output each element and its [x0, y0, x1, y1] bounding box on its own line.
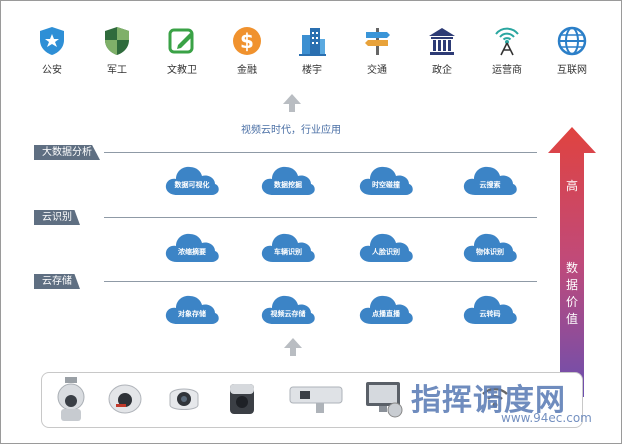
industry-operator: 运营商 [479, 25, 535, 76]
era-label: 视频云时代，行业应用 [241, 125, 341, 136]
industry-government: 政企 [414, 25, 470, 76]
industry-label: 运营商 [492, 65, 522, 76]
watermark-url: www.94ec.com [501, 411, 592, 425]
industry-police: 公安 [24, 25, 80, 76]
service-cloud: 数据可视化 [163, 162, 221, 196]
layer-tag-big-data: 大数据分析 [34, 145, 100, 160]
wireless-icon [482, 387, 508, 408]
service-label: 云转码 [479, 310, 501, 318]
operator-antenna-icon [495, 27, 519, 56]
service-cloud: 对象存储 [163, 291, 221, 325]
turret-camera-icon [169, 388, 199, 410]
industry-finance: $ 金融 [219, 25, 275, 76]
service-label: 视频云存储 [270, 310, 306, 318]
cloud-icon [359, 166, 413, 195]
value-high-label: 高 [565, 179, 578, 193]
service-cloud: 物体识别 [461, 229, 519, 263]
svg-text:$: $ [240, 29, 254, 53]
cloud-icon [165, 295, 219, 324]
cloud-icon [261, 295, 315, 324]
up-arrow-icon [283, 94, 301, 112]
industry-internet: 互联网 [544, 25, 600, 76]
police-shield-icon [40, 27, 64, 55]
industry-label: 楼宇 [302, 65, 322, 76]
cloud-icon [359, 233, 413, 262]
dome-camera-icon [108, 384, 142, 414]
military-shield-icon [105, 27, 129, 55]
industry-traffic: 交通 [349, 25, 405, 76]
industry-label: 公安 [42, 65, 62, 76]
service-label: 数据可视化 [174, 181, 210, 189]
layer-tag-cloud-recognition: 云识别 [34, 210, 80, 225]
service-cloud: 点播直播 [357, 291, 415, 325]
cloud-icon [165, 166, 219, 195]
finance-dollar-icon: $ [233, 27, 261, 55]
service-cloud: 视频云存储 [259, 291, 317, 325]
monitor-icon [366, 382, 403, 418]
service-label: 对象存储 [178, 310, 206, 318]
industry-label: 军工 [107, 65, 127, 76]
service-label: 数据挖掘 [274, 181, 302, 189]
value-axis-char: 据 [565, 278, 578, 292]
industry-label: 政企 [432, 65, 452, 76]
layer-divider [104, 152, 537, 153]
layer-divider [104, 281, 537, 282]
service-label: 浓缩摘要 [178, 248, 206, 256]
value-axis-char: 价 [565, 295, 578, 309]
data-value-arrow [548, 127, 596, 397]
government-building-icon [429, 28, 455, 55]
industry-education: 文教卫 [154, 25, 210, 76]
cloud-icon [463, 166, 517, 195]
device-panel [41, 372, 583, 428]
cloud-icon [463, 233, 517, 262]
service-label: 时空碰撞 [372, 181, 400, 189]
cloud-icon [359, 295, 413, 324]
speed-dome-camera-icon [57, 377, 85, 421]
service-cloud: 云搜索 [461, 162, 519, 196]
layer-divider [104, 217, 537, 218]
service-label: 物体识别 [476, 248, 504, 256]
service-cloud: 人脸识别 [357, 229, 415, 263]
education-pencil-icon [168, 28, 194, 54]
industry-label: 文教卫 [167, 65, 197, 76]
layer-tag-cloud-storage: 云存储 [34, 274, 80, 289]
value-axis-char: 值 [565, 312, 578, 326]
value-axis-char: 数 [565, 261, 578, 275]
cloud-icon [165, 233, 219, 262]
internet-globe-icon [557, 26, 587, 56]
building-icon [299, 28, 326, 56]
up-arrow-icon [284, 338, 302, 356]
industry-label: 金融 [237, 65, 257, 76]
traffic-signpost-icon [365, 28, 390, 55]
service-label: 云搜索 [479, 181, 501, 189]
service-label: 人脸识别 [372, 248, 400, 256]
industry-building: 楼宇 [284, 25, 340, 76]
industry-label: 交通 [367, 65, 387, 76]
industry-military: 军工 [89, 25, 145, 76]
industry-label: 互联网 [557, 65, 587, 76]
cloud-icon [261, 166, 315, 195]
service-cloud: 车辆识别 [259, 229, 317, 263]
watermark-text: 指挥调度网 [411, 383, 566, 418]
service-cloud: 浓缩摘要 [163, 229, 221, 263]
cloud-icon [463, 295, 517, 324]
cloud-icon [261, 233, 315, 262]
service-label: 点播直播 [372, 310, 400, 318]
cube-camera-icon [230, 384, 254, 414]
service-cloud: 时空碰撞 [357, 162, 415, 196]
service-cloud: 数据挖掘 [259, 162, 317, 196]
service-cloud: 云转码 [461, 291, 519, 325]
service-label: 车辆识别 [274, 248, 302, 256]
bullet-camera-icon [289, 386, 343, 413]
